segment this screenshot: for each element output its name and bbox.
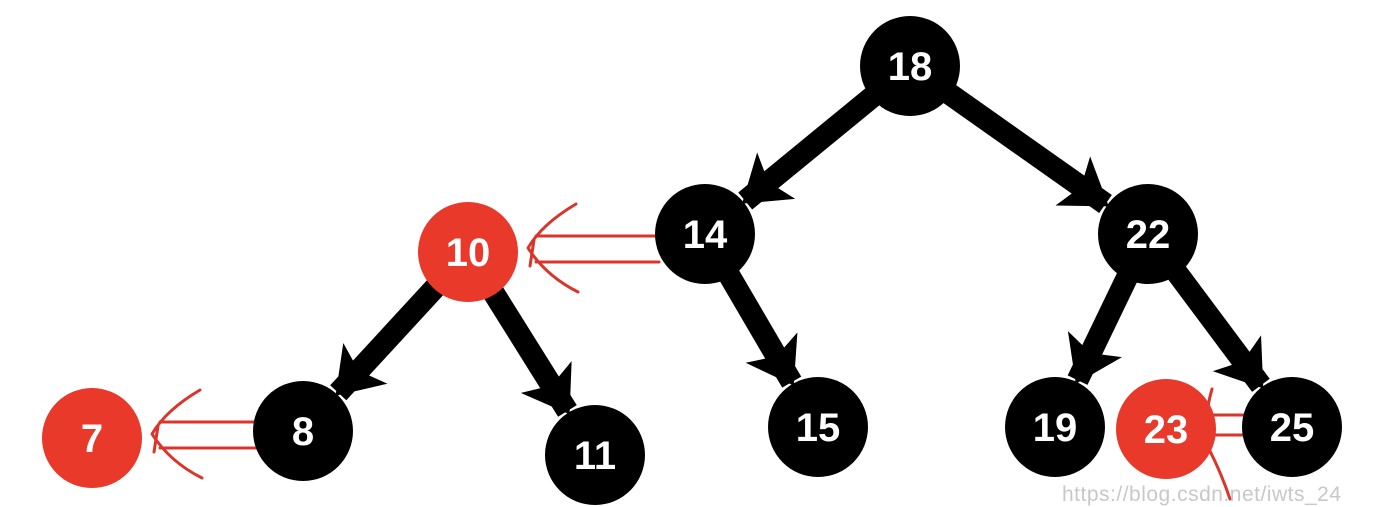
annotation-14-to-10-arrow-tip xyxy=(528,238,536,268)
node-7-label: 7 xyxy=(81,417,103,461)
node-14-circle xyxy=(655,184,755,284)
tree-edge-10-to-11 xyxy=(482,283,577,417)
node-25-label: 25 xyxy=(1270,406,1315,450)
tree-nodes: 18 14 22 10 15 19 25 8 11 7 23 xyxy=(42,16,1342,505)
node-8: 8 xyxy=(253,381,353,481)
node-11: 11 xyxy=(545,405,645,505)
annotation-8-to-7-arrow-head xyxy=(150,388,204,480)
annotation-14-to-10-arrow-head xyxy=(526,202,580,294)
node-11-circle xyxy=(545,405,645,505)
node-10-label: 10 xyxy=(446,231,491,275)
node-10: 10 xyxy=(418,202,518,302)
node-15: 15 xyxy=(768,377,868,477)
node-14-label: 14 xyxy=(683,213,728,257)
node-18-label: 18 xyxy=(888,45,933,89)
tree-edge-14-to-15 xyxy=(717,266,802,388)
node-15-label: 15 xyxy=(796,406,841,450)
node-23: 23 xyxy=(1116,379,1216,479)
tree-edges xyxy=(330,82,1270,417)
node-18-circle xyxy=(860,16,960,116)
node-8-label: 8 xyxy=(292,410,314,454)
tree-edge-22-to-25 xyxy=(1165,262,1270,392)
node-25-circle xyxy=(1242,377,1342,477)
node-22-label: 22 xyxy=(1126,213,1171,257)
node-23-circle xyxy=(1116,379,1216,479)
node-14: 14 xyxy=(655,184,755,284)
node-18: 18 xyxy=(860,16,960,116)
node-23-label: 23 xyxy=(1144,408,1189,452)
node-25: 25 xyxy=(1242,377,1342,477)
tree-edge-10-to-8 xyxy=(330,276,447,401)
tree-edge-18-to-22 xyxy=(939,82,1112,213)
node-7: 7 xyxy=(42,388,142,488)
tree-edge-18-to-14 xyxy=(738,85,883,210)
annotation-8-to-7-arrow-tip xyxy=(152,424,160,454)
node-8-circle xyxy=(253,381,353,481)
node-15-circle xyxy=(768,377,868,477)
node-7-circle xyxy=(42,388,142,488)
node-19-circle xyxy=(1005,377,1105,477)
node-22: 22 xyxy=(1098,184,1198,284)
tree-edge-22-to-19 xyxy=(1067,268,1139,385)
node-10-circle xyxy=(418,202,518,302)
node-19-label: 19 xyxy=(1033,406,1078,450)
node-11-label: 11 xyxy=(574,434,616,478)
node-19: 19 xyxy=(1005,377,1105,477)
node-22-circle xyxy=(1098,184,1198,284)
watermark-text: https://blog.csdn.net/iwts_24 xyxy=(1062,483,1342,506)
